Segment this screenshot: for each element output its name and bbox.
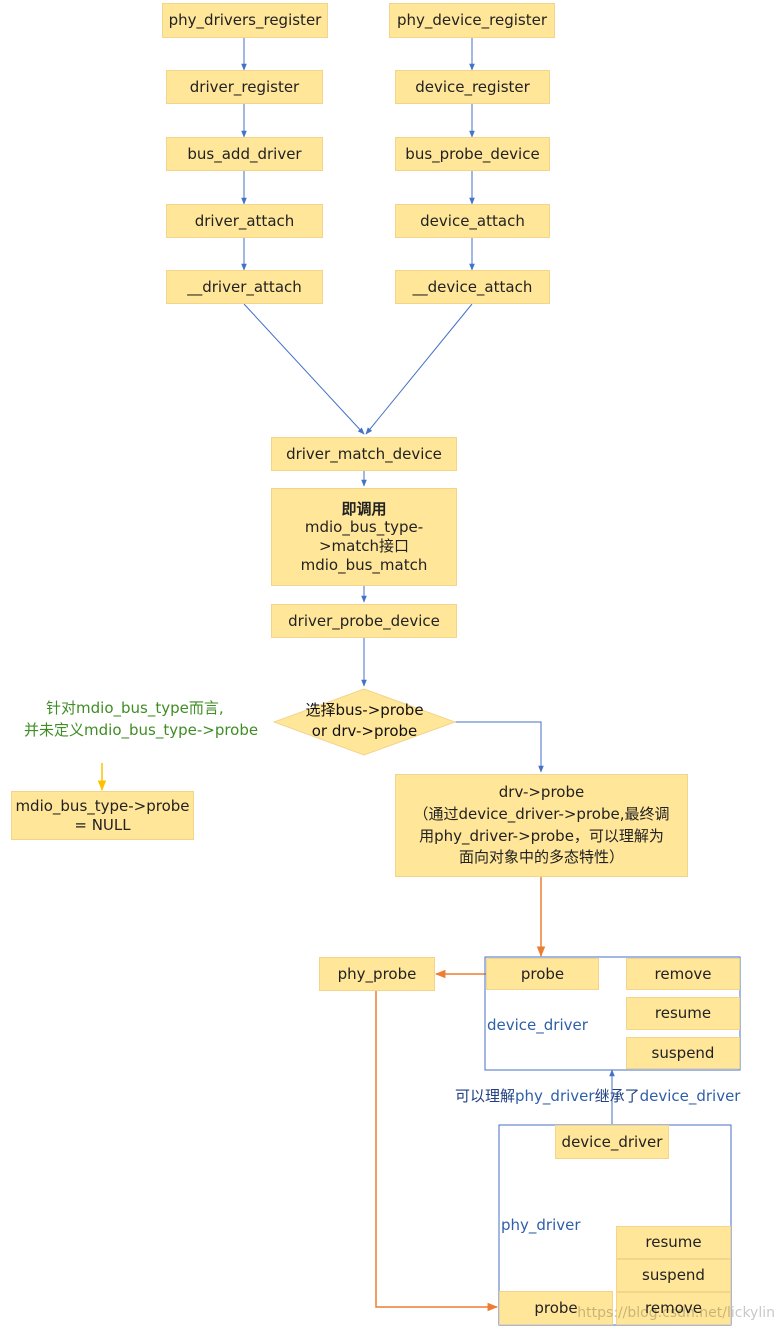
phy-device-register-node: phy_device_register xyxy=(389,3,555,38)
phy-device-register-label: phy_device_register xyxy=(396,11,548,30)
match-note-line-4: mdio_bus_match xyxy=(300,555,428,574)
phy-drivers-register-label: phy_drivers_register xyxy=(168,11,322,30)
phy-probe-label: phy_probe xyxy=(337,964,417,983)
drv-probe-node: drv->probe （通过device_driver->probe,最终调 用… xyxy=(395,774,688,877)
mdio-null-line-2: = NULL xyxy=(74,815,131,834)
side-note-line-2: 并未定义mdio_bus_type->probe xyxy=(24,720,286,742)
device-driver-group-label: device_driver xyxy=(487,1016,588,1034)
device-driver-resume-node: resume xyxy=(626,997,740,1030)
decision-diamond xyxy=(273,688,456,756)
side-note-text-1a: 针对 xyxy=(46,699,77,717)
bus-add-driver-label: bus_add_driver xyxy=(187,144,302,163)
bus-probe-device-label: bus_probe_device xyxy=(405,144,540,163)
arrow-decision-to-drv-probe xyxy=(455,721,544,773)
device-driver-resume-label: resume xyxy=(654,1004,712,1023)
device-register-label: device_register xyxy=(415,77,530,96)
phy-driver-header-label: device_driver xyxy=(561,1132,663,1151)
driver-match-device-node: driver_match_device xyxy=(271,437,457,471)
inherit-note-a: 可以理解 xyxy=(455,1087,516,1105)
drv-probe-line-4: 面向对象中的多态特性） xyxy=(458,848,624,867)
phy-driver-probe-label: probe xyxy=(534,1298,578,1317)
match-explanation-node: 即调用 mdio_bus_type- >match接口 mdio_bus_mat… xyxy=(271,488,457,586)
arrow-phy-probe-to-phy-driver-probe xyxy=(375,991,499,1312)
decision-label: 选择bus->probe or drv->probe xyxy=(273,700,456,742)
side-note-line-1: 针对mdio_bus_type而言, xyxy=(24,698,286,720)
drv-probe-line-1: drv->probe xyxy=(498,783,585,801)
match-note-line-2: mdio_bus_type- xyxy=(304,518,424,537)
decision-line-1: 选择bus->probe xyxy=(305,701,424,719)
phy-driver-suspend-node: suspend xyxy=(616,1259,731,1292)
mdio-null-line-1: mdio_bus_type->probe xyxy=(15,796,190,815)
device-driver-probe-node: probe xyxy=(486,958,599,990)
side-note: 针对mdio_bus_type而言, 并未定义mdio_bus_type->pr… xyxy=(24,698,286,742)
drv-probe-line-2: （通过device_driver->probe,最终调 xyxy=(413,804,670,823)
drv-probe-line-3: 用phy_driver->probe，可以理解为 xyxy=(419,826,664,845)
phy-driver-remove-label: remove xyxy=(645,1299,702,1318)
phy-driver-resume-label: resume xyxy=(645,1233,702,1252)
inherit-note-b: phy_driver xyxy=(515,1087,595,1105)
bus-add-driver-node: bus_add_driver xyxy=(166,137,323,171)
__device-attach-node: __device_attach xyxy=(395,270,550,304)
driver-attach-label: driver_attach xyxy=(194,211,295,230)
driver-register-node: driver_register xyxy=(166,70,323,104)
arrow-__device-attach-to-match xyxy=(365,303,473,435)
device-attach-node: device_attach xyxy=(395,204,550,238)
side-note-text-1b: mdio_bus_type xyxy=(76,699,189,717)
device-driver-remove-label: remove xyxy=(654,964,712,983)
side-note-text-2b: mdio_bus_type->probe xyxy=(84,720,259,739)
__driver-attach-label: __driver_attach xyxy=(187,277,302,296)
driver-attach-node: driver_attach xyxy=(166,204,323,238)
__device-attach-label: __device_attach xyxy=(412,277,533,296)
driver-match-device-label: driver_match_device xyxy=(286,444,442,463)
device-attach-label: device_attach xyxy=(420,211,525,230)
device-driver-suspend-label: suspend xyxy=(651,1043,715,1062)
driver-probe-device-node: driver_probe_device xyxy=(271,604,457,638)
driver-register-label: driver_register xyxy=(189,77,300,96)
phy-drivers-register-node: phy_drivers_register xyxy=(162,3,328,38)
watermark: https://blog.csdn.net/lickylin xyxy=(577,1305,775,1321)
phy-driver-group-label: phy_driver xyxy=(501,1216,581,1234)
phy-probe-node: phy_probe xyxy=(319,957,435,991)
decision-line-2: or drv->probe xyxy=(311,722,418,740)
side-note-text-2a: 并未定义 xyxy=(24,720,85,739)
match-note-line-1: 即调用 xyxy=(341,499,387,518)
mdio-probe-null-node: mdio_bus_type->probe = NULL xyxy=(11,791,194,840)
bus-probe-device-node: bus_probe_device xyxy=(395,137,550,171)
inherit-note: 可以理解phy_driver继承了device_driver xyxy=(455,1086,740,1108)
device-driver-probe-label: probe xyxy=(520,964,565,983)
driver-probe-device-label: driver_probe_device xyxy=(288,611,440,630)
inherit-note-d: device_driver xyxy=(639,1087,741,1105)
phy-driver-remove-node: remove xyxy=(616,1292,731,1325)
side-note-text-1c: 而言, xyxy=(188,699,224,717)
device-driver-remove-node: remove xyxy=(626,958,740,990)
device-driver-suspend-node: suspend xyxy=(626,1037,740,1069)
inherit-note-c: 继承了 xyxy=(594,1087,640,1105)
phy-driver-suspend-label: suspend xyxy=(642,1266,705,1285)
phy-driver-probe-node: probe xyxy=(499,1291,613,1325)
match-note-line-3: >match接口 xyxy=(318,537,409,555)
phy-driver-resume-node: resume xyxy=(616,1226,731,1259)
__driver-attach-node: __driver_attach xyxy=(166,270,323,304)
arrow-__driver-attach-to-match xyxy=(243,303,365,435)
device-register-node: device_register xyxy=(395,70,550,104)
phy-driver-header-node: device_driver xyxy=(555,1125,669,1159)
